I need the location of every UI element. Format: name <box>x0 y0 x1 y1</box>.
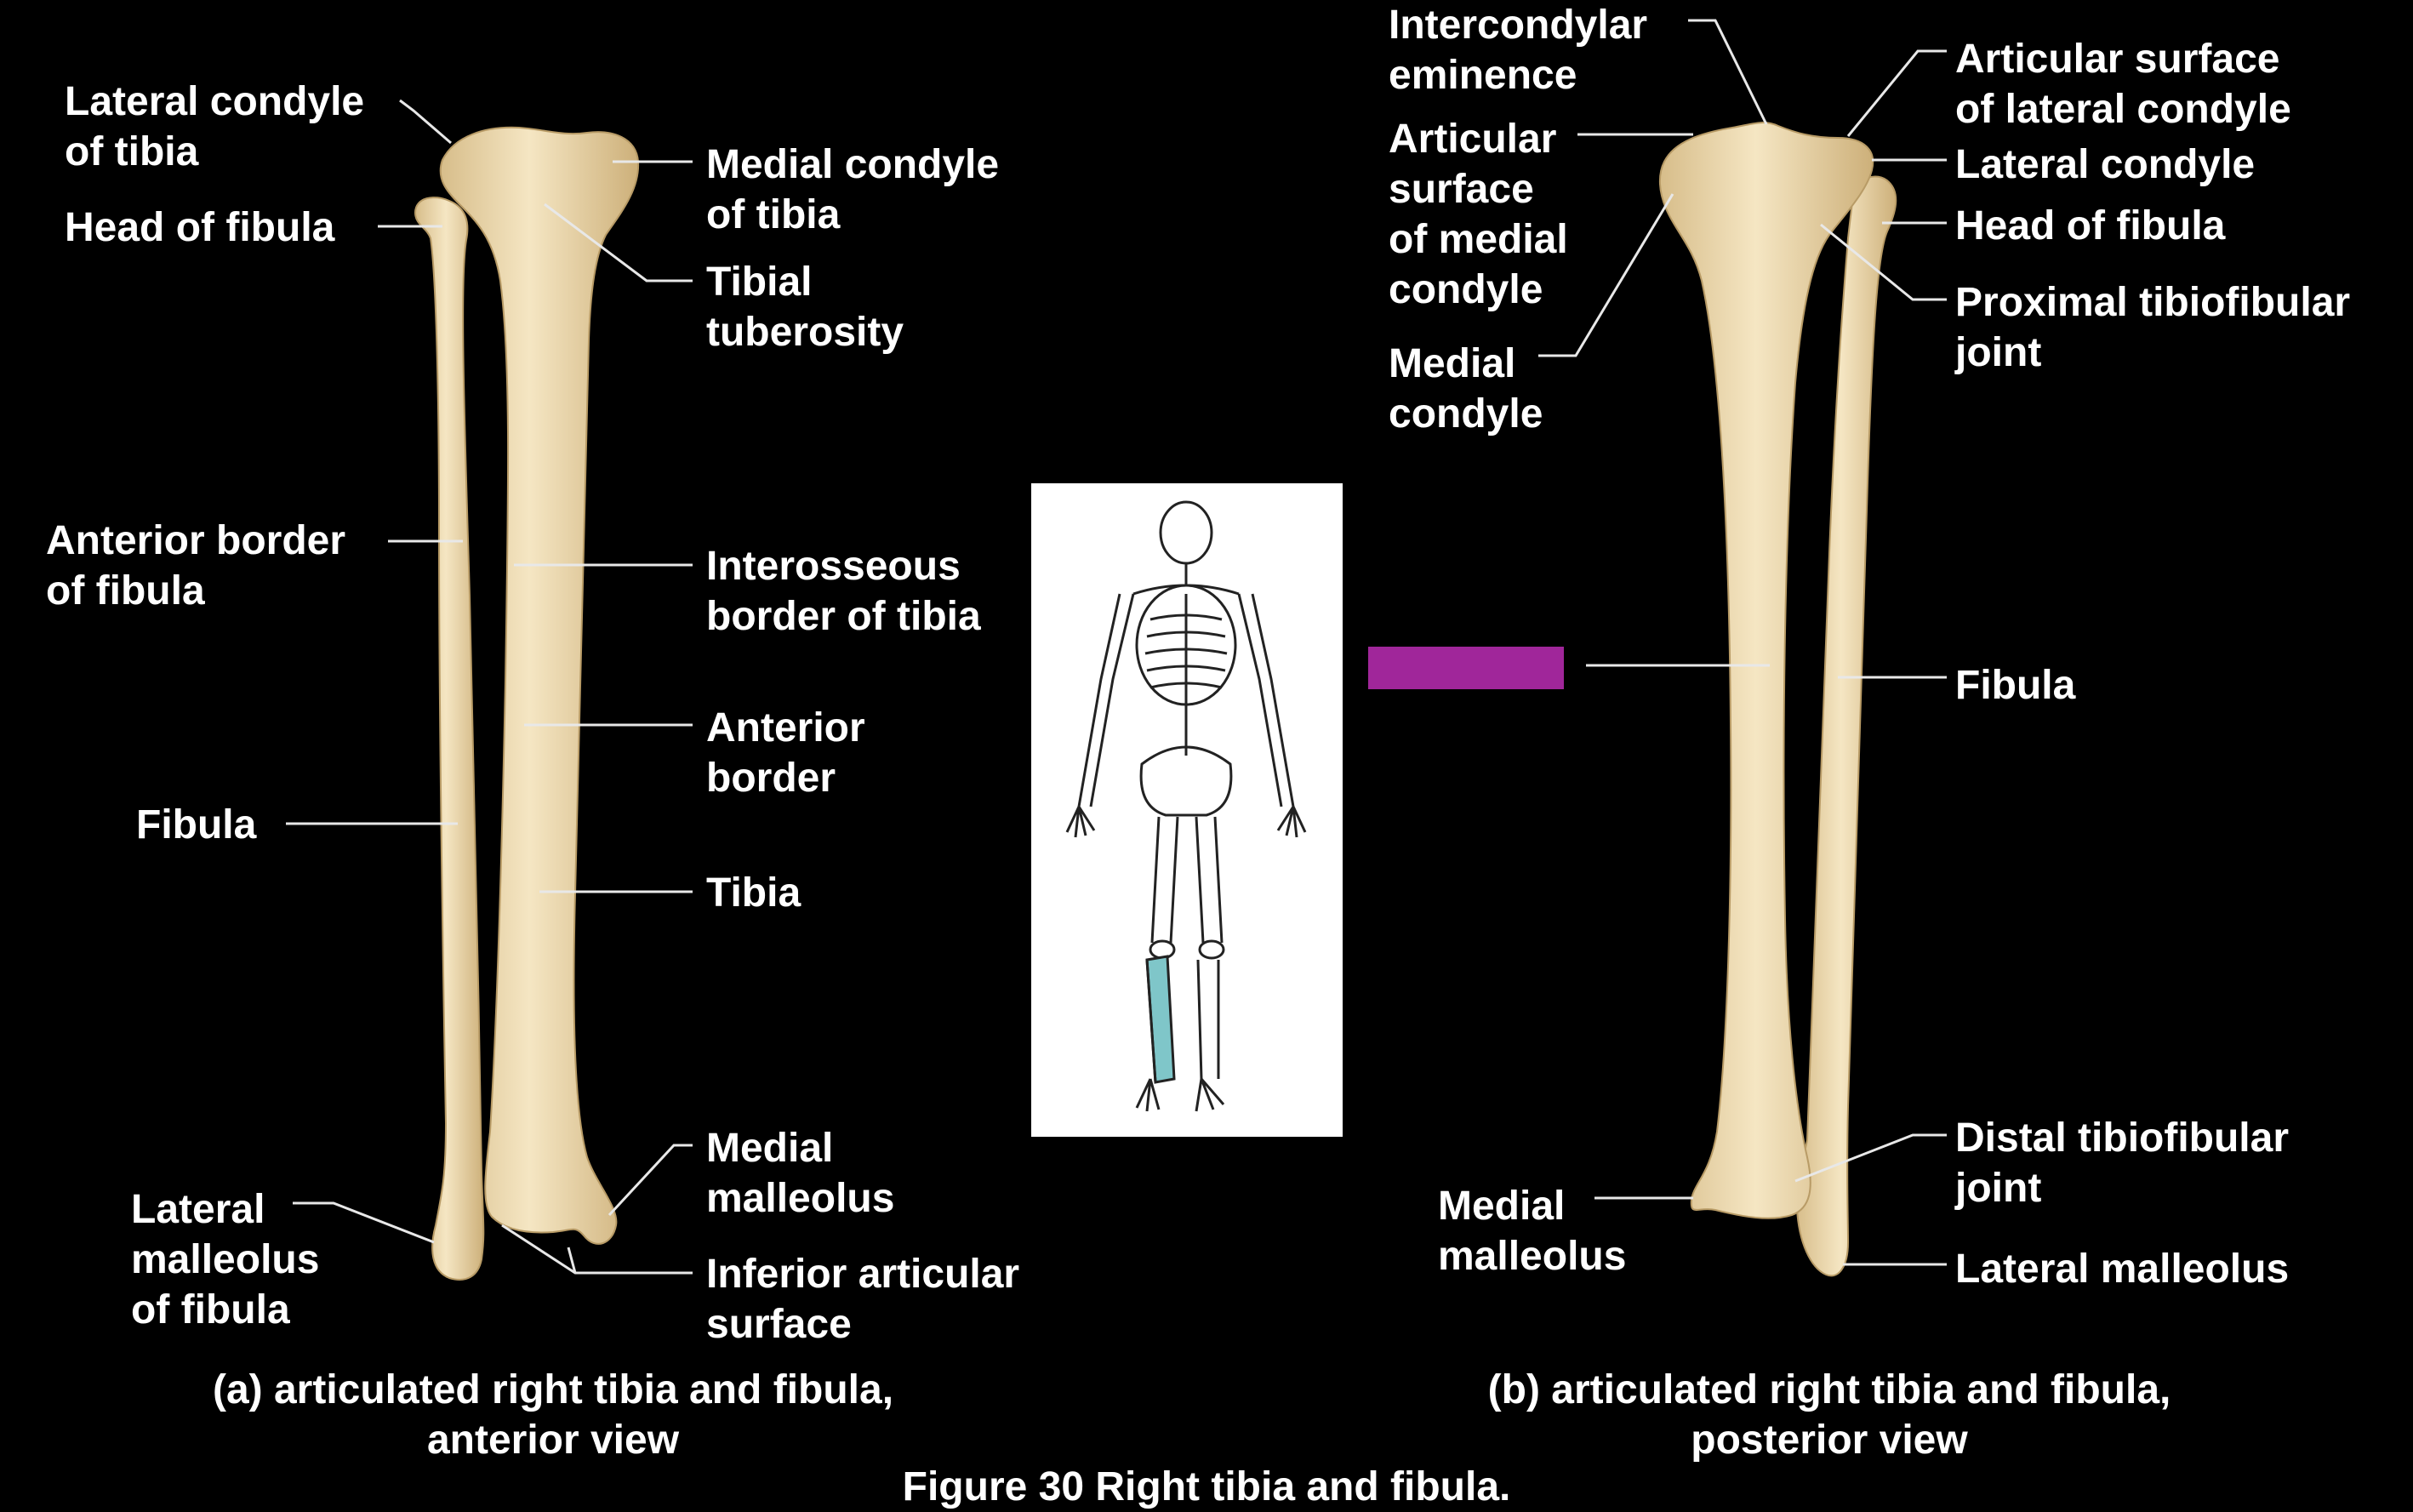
leader-distal-tibiofibular <box>1794 1133 1947 1183</box>
label-lateral-condyle-of-tibia: Lateral condyle of tibia <box>65 79 365 174</box>
label-lateral-malleolus-b: Lateral malleolus <box>1955 1247 2290 1292</box>
leader-inferior-articular-surface-b <box>567 1247 577 1274</box>
label-medial-condyle-of-tibia: Medial condyle of tibia <box>706 142 1000 237</box>
label-tibial-tuberosity: Tibial tuberosity <box>706 260 904 355</box>
label-medial-condyle-b: Medial condyle <box>1389 341 1543 436</box>
label-anterior-border-of-fibula: Anterior border of fibula <box>46 518 346 613</box>
label-head-of-fibula-b: Head of fibula <box>1955 203 2226 248</box>
label-distal-tibiofibular-joint: Distal tibiofibular joint <box>1955 1115 2290 1211</box>
tibia-posterior-shape <box>1659 122 1874 1219</box>
leader-intercondylar-eminence <box>1688 19 1768 125</box>
label-anterior-border: Anterior border <box>706 705 865 801</box>
caption-panel-b: (b) articulated right tibia and fibula, … <box>1487 1367 2171 1463</box>
label-medial-malleolus-a: Medial malleolus <box>706 1126 895 1221</box>
label-lateral-condyle-b: Lateral condyle <box>1955 142 2256 187</box>
tibia-anterior-shape <box>439 126 640 1245</box>
label-lateral-malleolus-of-fibula: Lateral malleolus of fibula <box>131 1187 320 1332</box>
label-proximal-tibiofibular-joint: Proximal tibiofibular joint <box>1955 280 2351 375</box>
label-medial-malleolus-b: Medial malleolus <box>1438 1184 1627 1279</box>
fibula-posterior-shape <box>1795 175 1897 1277</box>
label-intercondylar-eminence: Intercondylar eminence <box>1389 3 1648 98</box>
label-inferior-articular-surface: Inferior articular surface <box>706 1252 1020 1347</box>
label-articular-surface-of-lateral-condyle: Articular surface of lateral condyle <box>1955 37 2291 132</box>
skeleton-icon <box>1065 500 1307 1112</box>
leader-articular-surface-lateral <box>1846 49 1947 137</box>
leader-medial-malleolus-a <box>608 1144 693 1217</box>
label-head-of-fibula-a: Head of fibula <box>65 205 335 250</box>
skeleton-orientation-inset <box>1031 483 1343 1137</box>
leader-tibial-tuberosity <box>544 203 693 282</box>
figure-caption: Figure 30 Right tibia and fibula. <box>902 1464 1511 1509</box>
label-tibia: Tibia <box>706 870 801 916</box>
leader-proximal-tibiofibular <box>1820 223 1947 301</box>
leader-lateral-condyle-tibia <box>399 99 452 145</box>
leader-lines <box>286 19 1947 1275</box>
leader-medial-condyle-b <box>1538 193 1674 357</box>
label-fibula-a: Fibula <box>136 802 257 847</box>
leader-lateral-malleolus-fibula <box>293 1201 435 1244</box>
fibula-anterior-shape <box>414 197 485 1281</box>
label-fibula-b: Fibula <box>1955 663 2076 708</box>
label-interosseous-border-of-tibia: Interosseous border of tibia <box>706 544 981 639</box>
caption-panel-a: (a) articulated right tibia and fibula, … <box>212 1367 894 1463</box>
redacted-label-box <box>1368 647 1564 689</box>
label-articular-surface-of-medial-condyle: Articular surface of medial condyle <box>1389 117 1568 312</box>
